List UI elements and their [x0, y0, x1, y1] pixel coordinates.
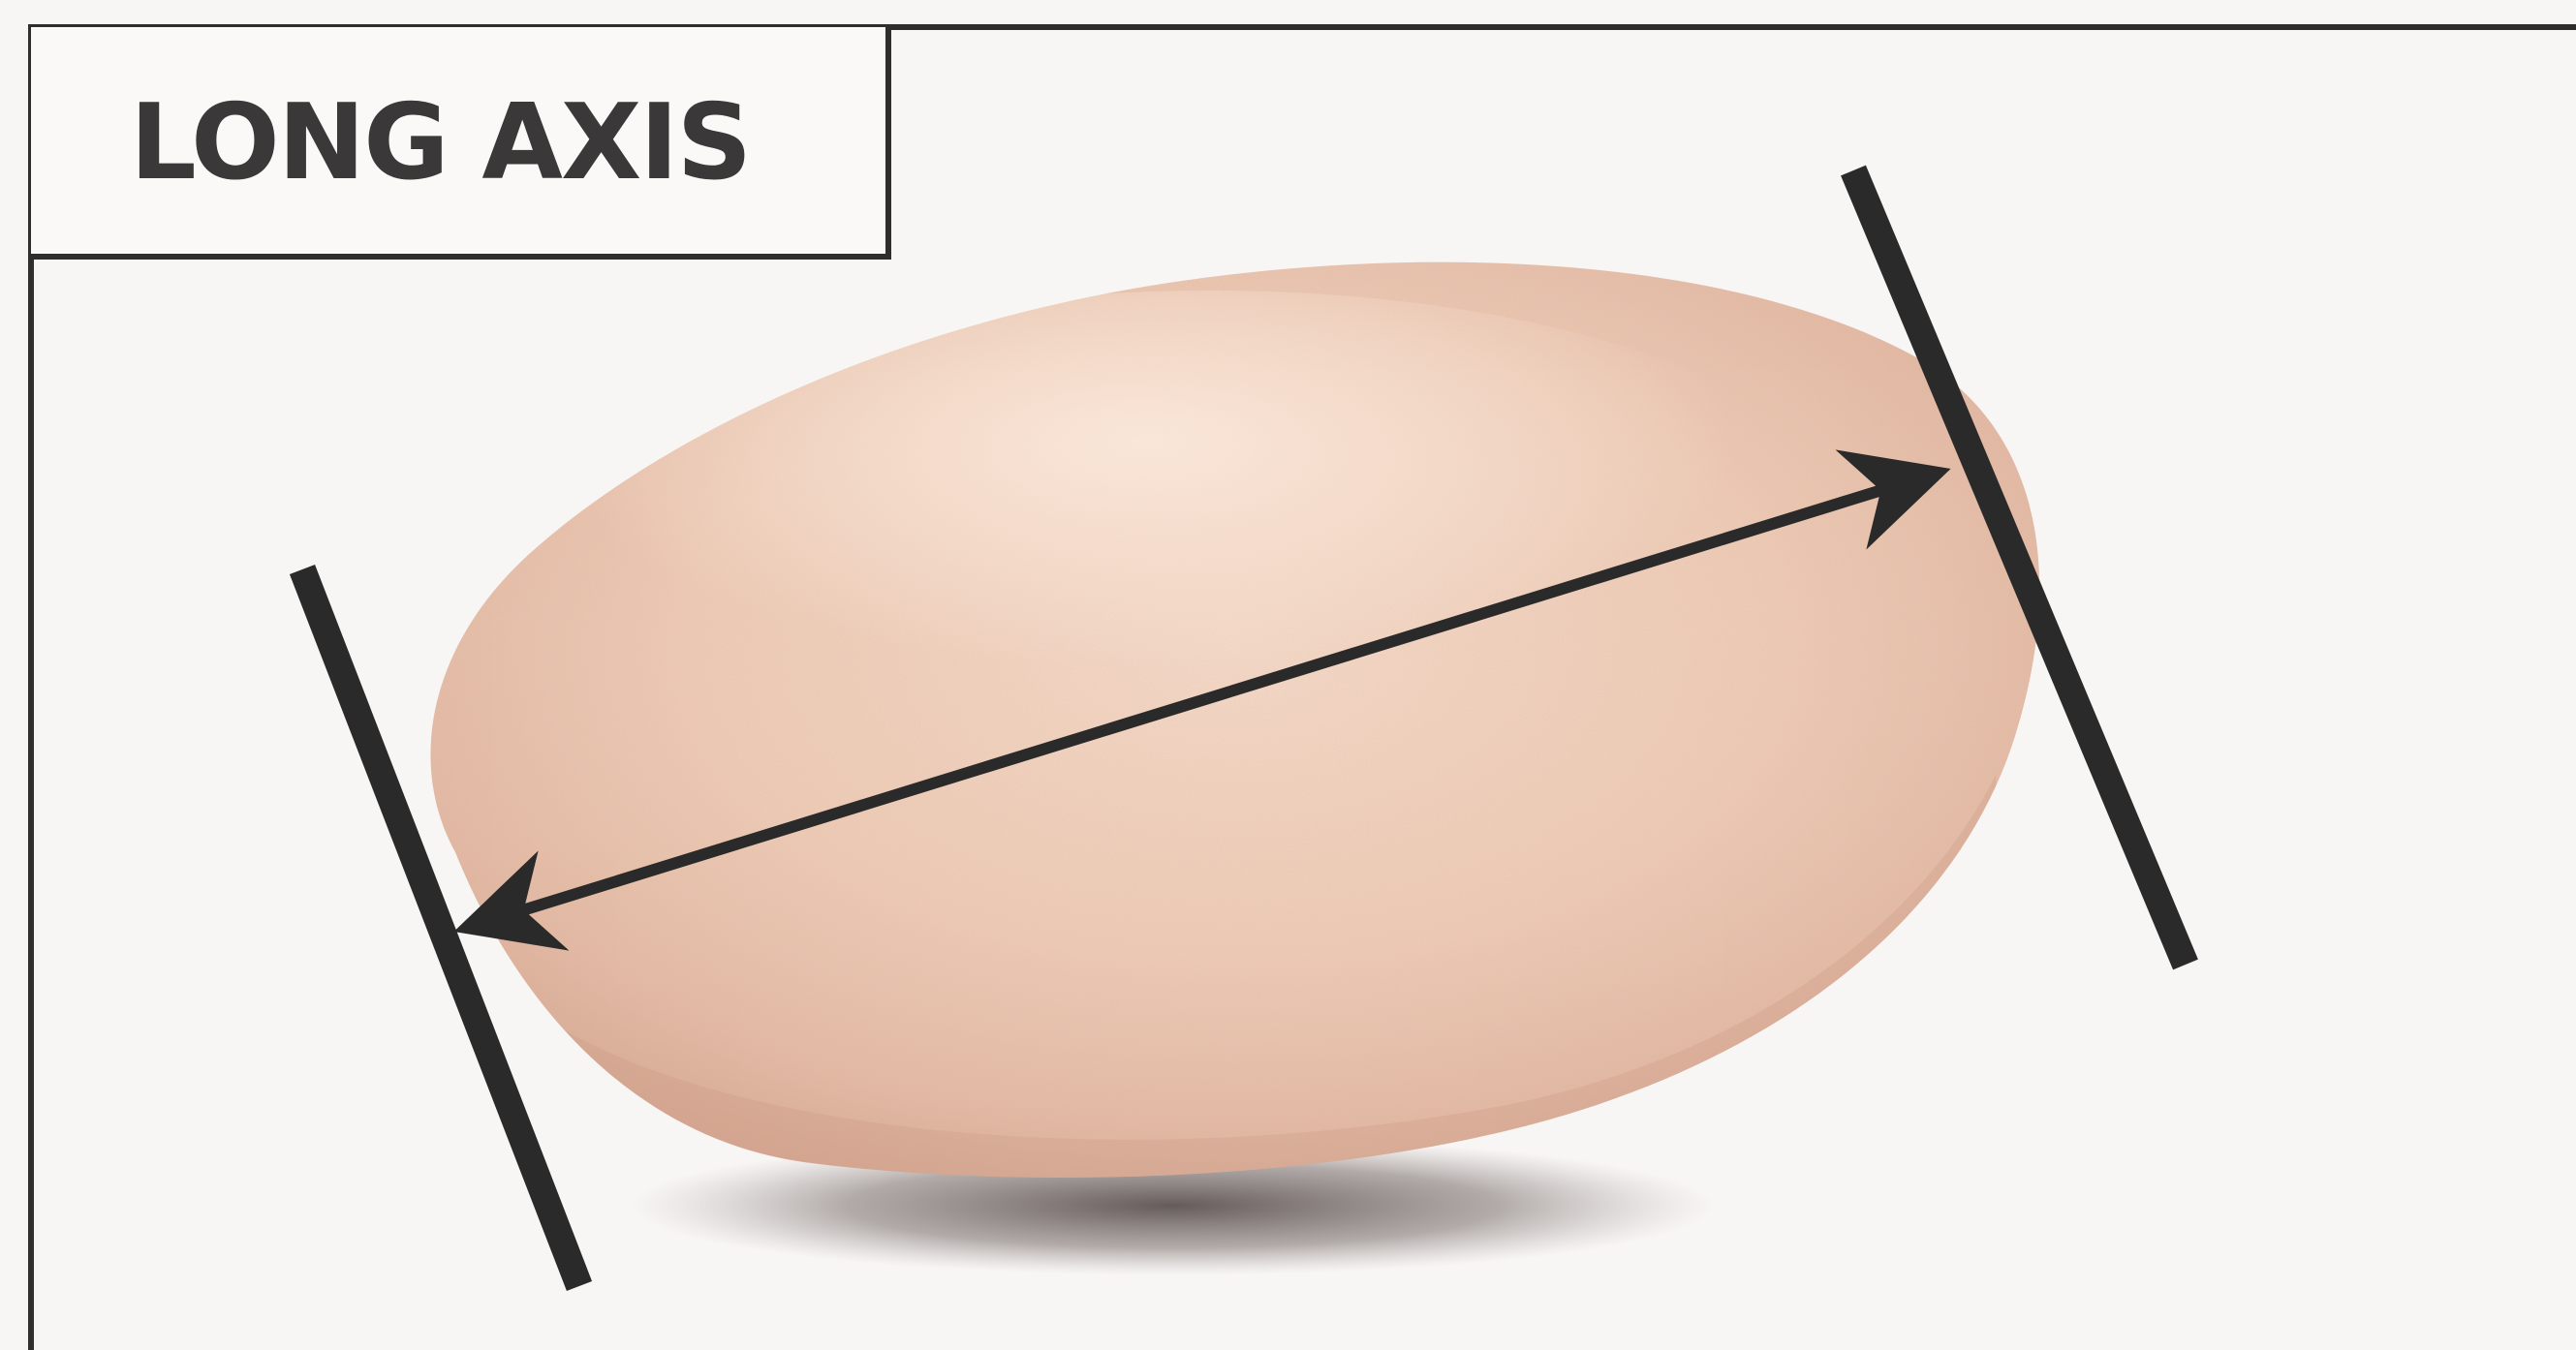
title-box: LONG AXIS: [31, 27, 891, 260]
diagram-title: LONG AXIS: [130, 91, 750, 196]
pebble-photo: [388, 242, 2093, 1211]
